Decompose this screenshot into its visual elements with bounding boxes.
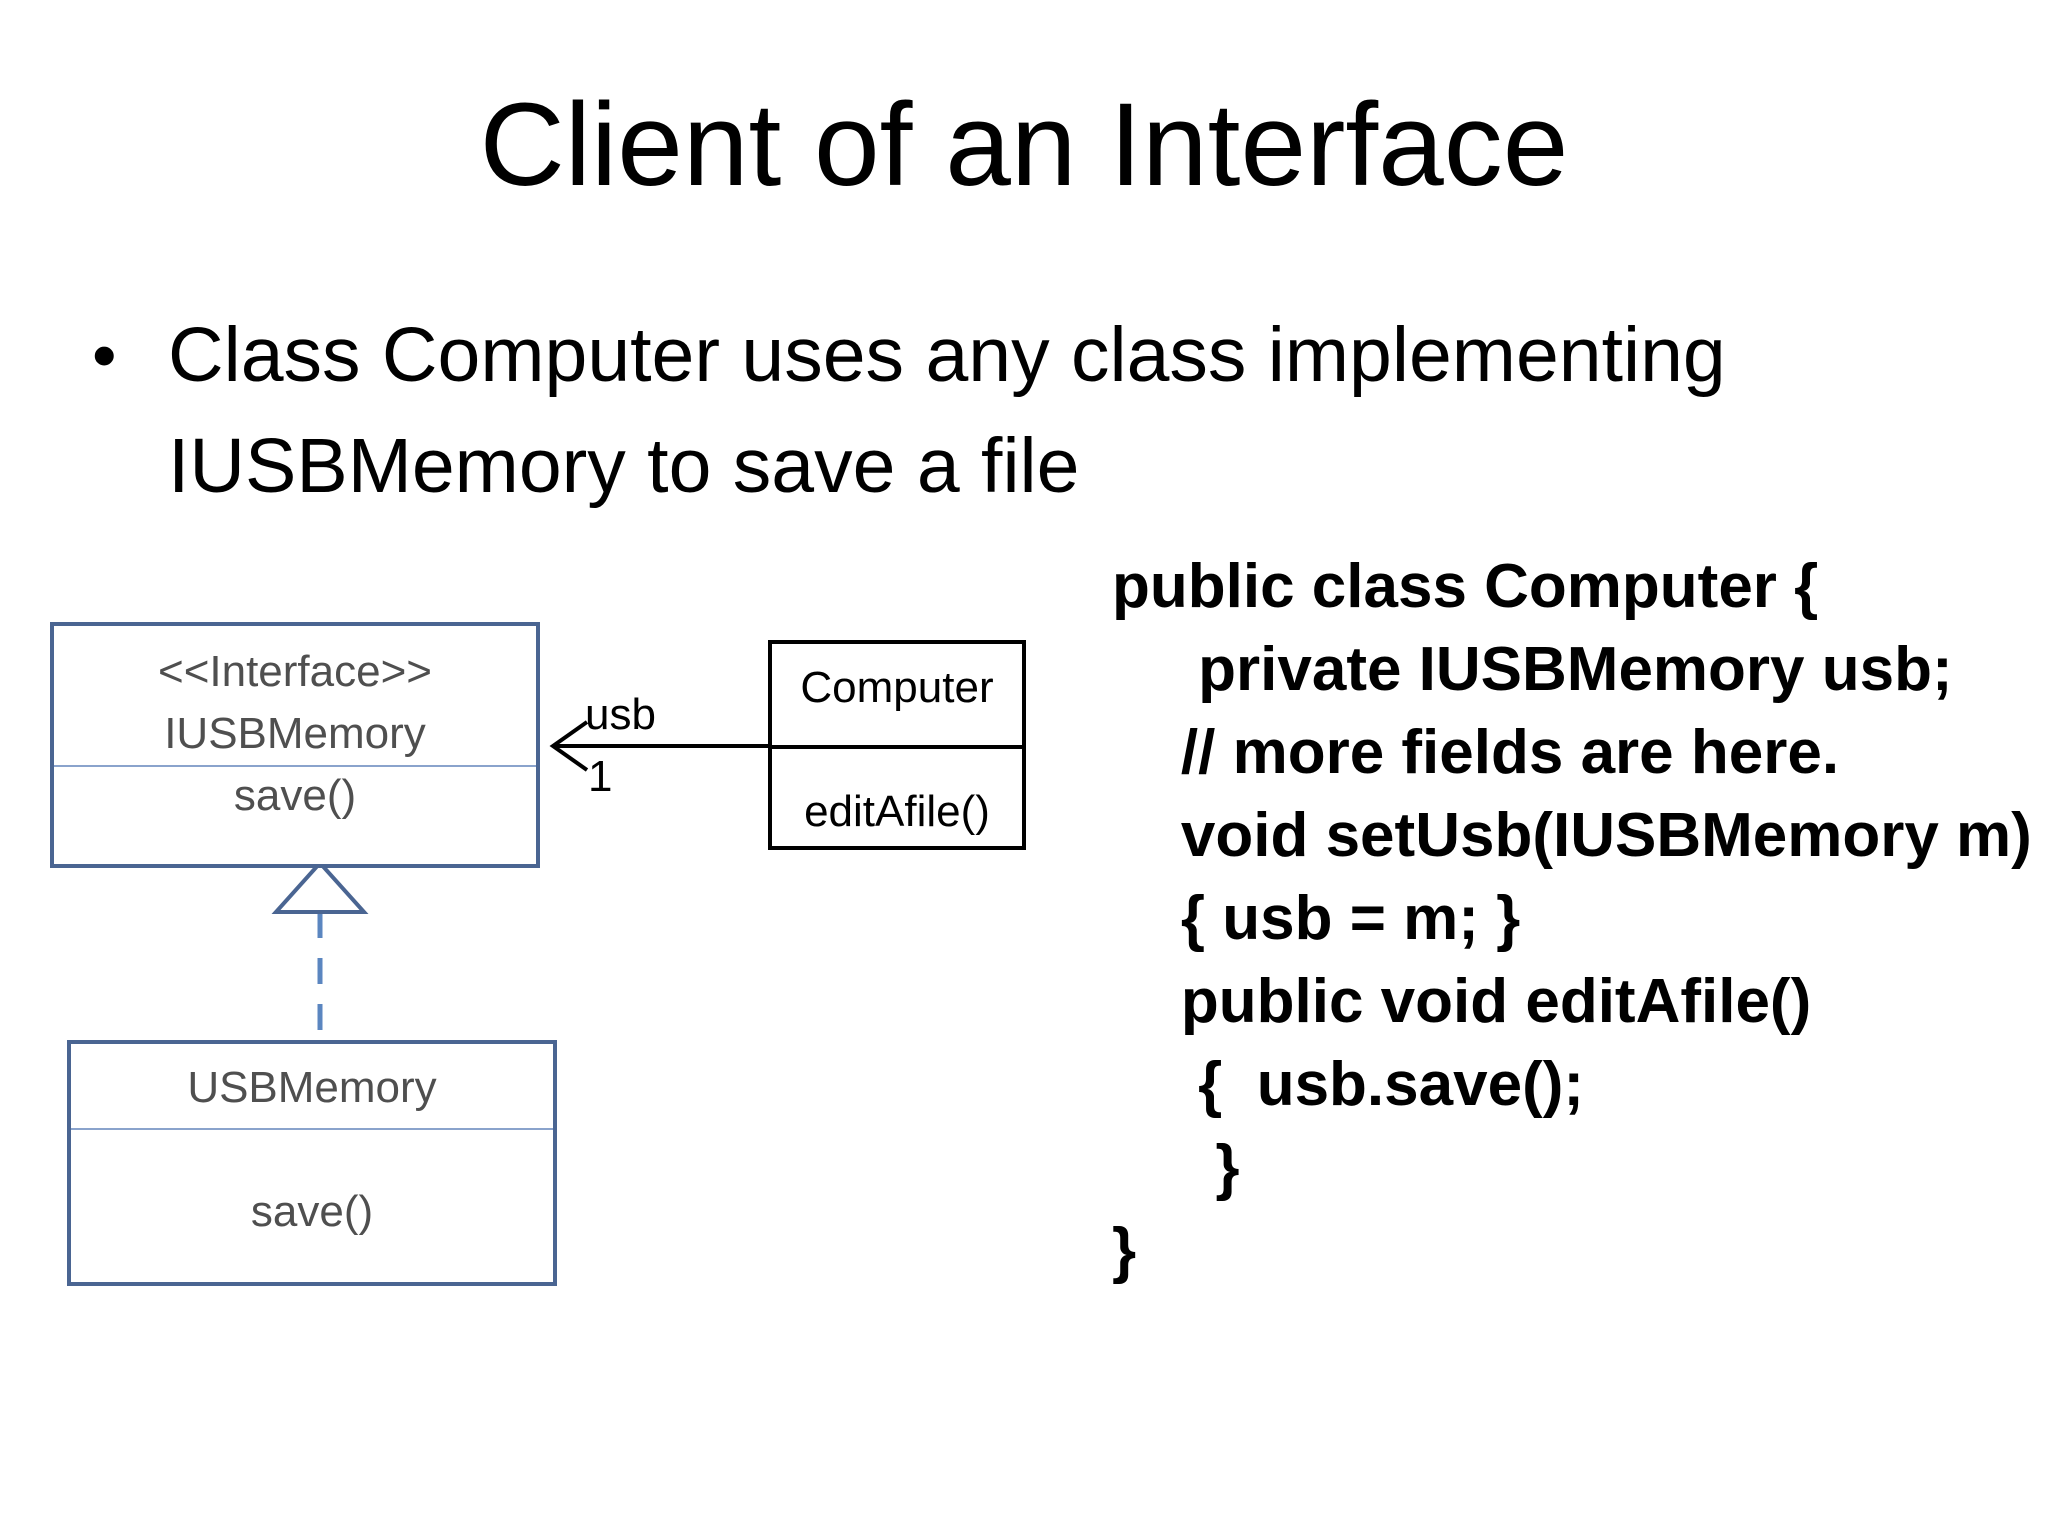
interface-stereotype: <<Interface>> [158, 647, 432, 696]
bullet-symbol: • [92, 316, 117, 394]
interface-box: <<Interface>> IUSBMemory save() [50, 622, 540, 868]
code-line: } [1112, 1216, 1137, 1285]
interface-name: IUSBMemory [164, 709, 426, 758]
bullet-line-1: Class Computer uses any class implementi… [168, 312, 1726, 398]
code-line: // more fields are here. [1112, 718, 1840, 787]
code-line: { usb = m; } [1112, 884, 1521, 953]
code-line: void setUsb(IUSBMemory m) [1112, 801, 2032, 870]
code-line: { usb.save(); [1112, 1050, 1585, 1119]
code-line: private IUSBMemory usb; [1112, 635, 1953, 704]
usbmemory-class-box: USBMemory save() [67, 1040, 557, 1286]
usbmemory-method: save() [250, 1187, 374, 1236]
code-line: } [1112, 1133, 1240, 1202]
slide-title: Client of an Interface [479, 79, 1569, 211]
bullet-line-2: IUSBMemory to save a file [168, 423, 1080, 509]
association-arrowhead [549, 720, 589, 772]
computer-class-box: Computer editAfile() [768, 640, 1026, 850]
computer-divider [772, 745, 1022, 749]
usbmemory-class-name: USBMemory [187, 1063, 437, 1112]
association-multiplicity-label: 1 [588, 752, 613, 801]
usbmemory-divider [71, 1128, 553, 1130]
bullet-item: • Class Computer uses any class implemen… [88, 300, 1968, 522]
interface-divider [54, 765, 536, 767]
computer-method: editAfile() [804, 787, 990, 836]
computer-class-name: Computer [800, 663, 994, 712]
bullet-list: • Class Computer uses any class implemen… [88, 300, 1968, 522]
association-role-label: usb [585, 690, 656, 739]
code-line: public void editAfile() [1112, 967, 1812, 1036]
realization-arrowhead [271, 860, 369, 914]
interface-method: save() [233, 771, 357, 820]
code-listing: public class Computer { private IUSBMemo… [1112, 545, 2032, 1292]
code-line: public class Computer { [1112, 552, 1819, 621]
